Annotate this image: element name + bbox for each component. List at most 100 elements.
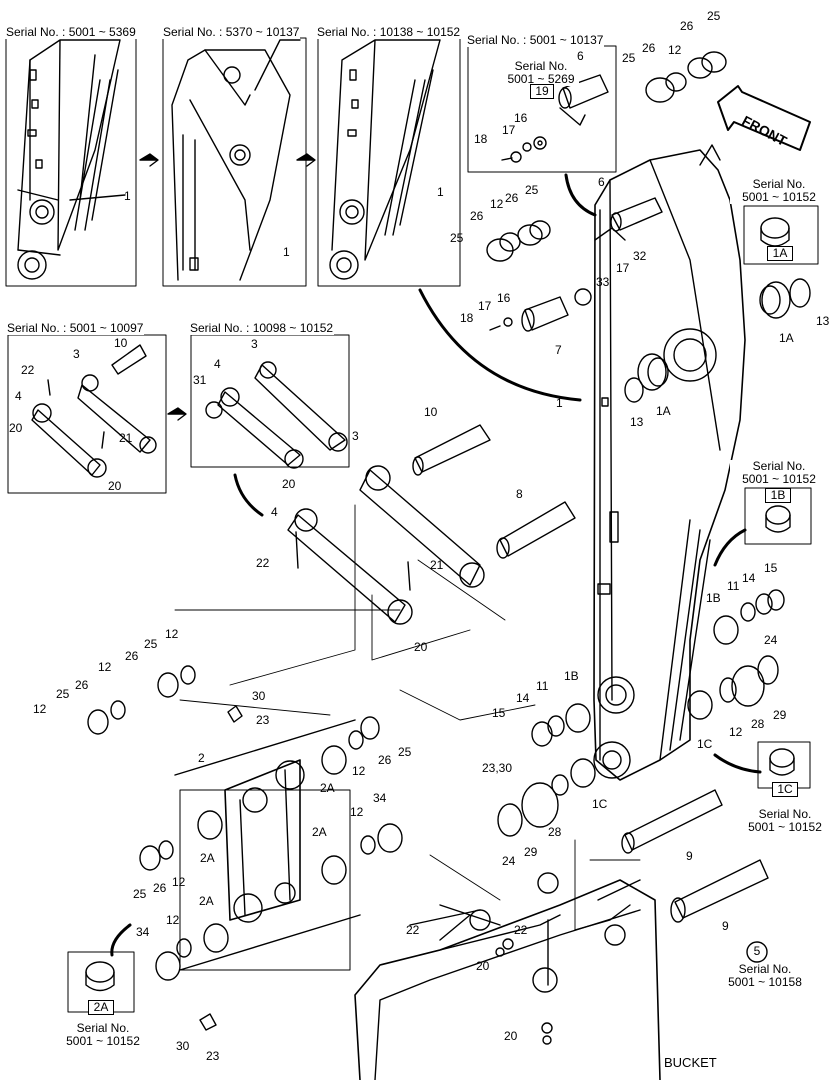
callout-25-mid-b: 25	[450, 231, 464, 245]
callout-21-panel: 21	[119, 431, 133, 445]
callout-22-bucket-a: 22	[406, 923, 420, 937]
callout-21-main: 21	[430, 558, 444, 572]
callout-1A-detail: 1A	[767, 246, 793, 261]
serial-label-link-panel-2: Serial No. : 10098 ~ 10152	[189, 321, 335, 335]
callout-32: 32	[633, 249, 647, 263]
serial-label-bucket-1: Serial No.	[716, 963, 814, 976]
callout-12-arm-a: 12	[352, 764, 366, 778]
callout-18-main: 18	[460, 311, 474, 325]
callout-18-detail: 18	[474, 132, 488, 146]
serial-label-panel-2: Serial No. : 5370 ~ 10137	[162, 25, 301, 39]
callout-29-main: 29	[524, 845, 538, 859]
guide-lines-bucket	[429, 839, 641, 931]
bushings-1B-1C	[497, 589, 785, 837]
callout-31: 31	[193, 373, 207, 387]
callout-26-mid-b: 26	[470, 209, 484, 223]
callout-7: 7	[555, 343, 562, 357]
callout-34-arm-b: 34	[136, 925, 150, 939]
callout-20-panel: 20	[9, 421, 23, 435]
callout-23-top: 23	[256, 713, 270, 727]
callout-13-right: 13	[816, 314, 830, 328]
callout-1B-main: 1B	[564, 669, 579, 683]
panel-link-variant-1	[7, 334, 167, 494]
callout-10-main: 10	[424, 405, 438, 419]
callout-10-panel: 10	[114, 336, 128, 350]
panel-link-variant-2	[190, 334, 350, 469]
callout-26-arm: 26	[378, 753, 392, 767]
serial-label-panel-1: Serial No. : 5001 ~ 5369	[5, 25, 137, 39]
callout-26-mid: 26	[505, 191, 519, 205]
grease-fittings-30-23	[199, 705, 243, 1031]
callout-15-main: 15	[492, 706, 506, 720]
callout-22-bucket-b: 22	[514, 923, 528, 937]
callout-2A-arm-c: 2A	[200, 851, 215, 865]
callout-25-left-a: 25	[144, 637, 158, 651]
serial-label-1C-2: 5001 ~ 10152	[736, 821, 834, 834]
callout-28-right: 28	[751, 717, 765, 731]
serial-label-pin-panel: Serial No. : 5001 ~ 10137	[466, 33, 605, 47]
callout-6-detail: 6	[577, 49, 584, 63]
serial-label-1B-1: Serial No.	[730, 460, 828, 473]
guide-lines-links	[174, 504, 536, 721]
callout-14-right: 14	[742, 571, 756, 585]
callout-20-bucket-b: 20	[504, 1029, 518, 1043]
callout-16-main: 16	[497, 291, 511, 305]
callout-11-main: 11	[536, 679, 549, 693]
reference-curve-left	[418, 288, 582, 402]
callout-16-detail: 16	[514, 111, 528, 125]
arrow-right-1	[139, 153, 159, 167]
shims-25-26-12	[486, 51, 727, 262]
callout-26-top: 26	[680, 19, 694, 33]
bushings-1A	[624, 278, 811, 403]
reference-curve-top	[564, 173, 597, 217]
serial-label-pin-sub-2: 5001 ~ 5269	[503, 73, 579, 86]
callout-1-main: 1	[556, 396, 563, 410]
pin-6	[594, 197, 663, 241]
bolts-22-20	[439, 904, 553, 1045]
callout-20-main: 20	[282, 477, 296, 491]
callout-2A-arm-d: 2A	[199, 894, 214, 908]
callout-1B-detail: 1B	[765, 488, 791, 503]
panel-boom-variant-1	[5, 37, 137, 287]
serial-label-panel-3: Serial No. : 10138 ~ 10152	[316, 25, 462, 39]
callout-1C-main: 1C	[592, 797, 608, 811]
callout-25-top: 25	[707, 9, 721, 23]
callout-23-bottom: 23	[206, 1049, 220, 1063]
bucket-label: BUCKET	[664, 1055, 717, 1070]
callout-8: 8	[516, 487, 523, 501]
callout-12-right: 12	[729, 725, 743, 739]
pin-9	[621, 789, 769, 923]
callout-25-top-b: 25	[622, 51, 636, 65]
callout-11-right: 11	[727, 579, 740, 593]
callout-19: 19	[530, 84, 554, 99]
callout-4-main: 4	[271, 505, 278, 519]
callout-12-arm-d: 12	[166, 913, 180, 927]
callout-24-right: 24	[764, 633, 778, 647]
callout-4-panel: 4	[15, 389, 22, 403]
serial-label-2A-1: Serial No.	[52, 1022, 154, 1035]
reference-curve-1B	[713, 528, 747, 567]
callout-4-panel2: 4	[214, 357, 221, 371]
callout-20-main-b: 20	[414, 640, 428, 654]
callout-26-arm-b: 26	[153, 881, 167, 895]
callout-26-top-b: 26	[642, 41, 656, 55]
callout-12-top: 12	[668, 43, 682, 57]
callout-13-main: 13	[630, 415, 644, 429]
callout-1-panel1: 1	[124, 189, 131, 203]
callout-12-left-c: 12	[33, 702, 47, 716]
main-boom	[574, 144, 746, 781]
link-4	[287, 508, 413, 625]
callout-12-arm-c: 12	[172, 875, 186, 889]
callout-22-panel: 22	[21, 363, 35, 377]
callout-6-main: 6	[598, 175, 605, 189]
reference-curve-links	[233, 473, 264, 517]
arrow-right-2	[296, 153, 316, 167]
serial-label-1B-2: 5001 ~ 10152	[730, 473, 828, 486]
reference-curve-2A	[110, 923, 132, 957]
panel-pin-detail	[467, 45, 617, 173]
callout-1-panel3: 1	[437, 185, 444, 199]
arrow-right-3	[167, 407, 187, 421]
callout-9-upper: 9	[686, 849, 693, 863]
panel-boom-variant-3	[317, 37, 461, 287]
callout-17-detail: 17	[502, 123, 516, 137]
